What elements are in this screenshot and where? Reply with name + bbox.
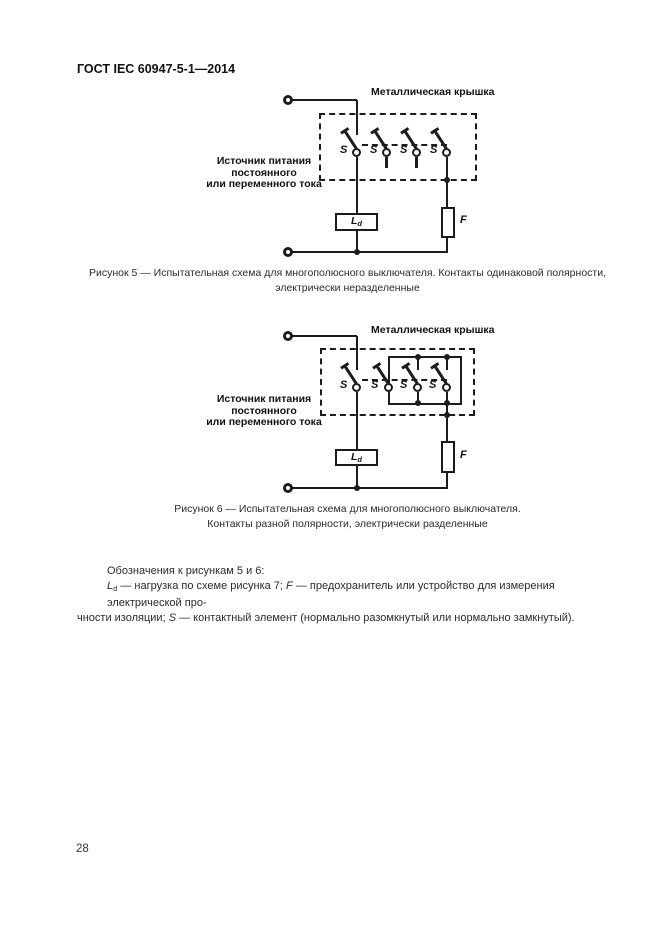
fig5-load-top-wire <box>356 157 358 214</box>
fig6-switch1-contact <box>352 383 361 392</box>
fig6-switch3-label: S <box>400 379 408 391</box>
fig5-bottom-junction-dot <box>354 249 360 255</box>
legend-line-1: Ld — нагрузка по схеме рисунка 7; F — пр… <box>107 580 555 609</box>
fig6-switch1-top-wire <box>356 336 358 370</box>
fig6-switch1-label: S <box>340 379 348 391</box>
fig6-switch3-contact <box>413 383 422 392</box>
fig5-bottom-terminal-icon <box>283 247 293 257</box>
load-symbol-sub: d <box>113 584 118 593</box>
load-symbol: L <box>107 580 114 592</box>
fig5-metal-cover-box <box>319 113 477 181</box>
fig6-switch4-fuse-wire <box>446 405 448 442</box>
fig5-switch3-stub <box>415 157 418 168</box>
fig6-bottom-wire <box>292 487 448 489</box>
page-title: ГОСТ IEC 60947-5-1—2014 <box>77 62 236 76</box>
fig6-switch2-label: S <box>371 379 379 391</box>
fig5-switch2-stub <box>385 157 388 168</box>
fig6-switch4-bottom-dot <box>444 400 450 406</box>
fig5-bottom-wire <box>292 251 448 253</box>
fig6-load-top-wire <box>356 392 358 450</box>
fig5-fuse-bottom-wire <box>446 236 448 253</box>
fig5-caption: Рисунок 5 — Испытательная схема для мног… <box>88 267 607 294</box>
fig6-metal-cover-label: Металлическая крышка <box>371 324 495 336</box>
fig5-switch2-contact <box>382 148 391 157</box>
fuse-symbol: F <box>286 580 293 592</box>
fig6-mechanical-linkage <box>362 379 447 381</box>
fig6-switch4-top-wire <box>446 358 448 370</box>
fig6-load-bottom-wire <box>356 464 358 489</box>
fig6-switch4-contact <box>442 383 451 392</box>
fig6-bottom-terminal-icon <box>283 483 293 493</box>
fig6-load-label: L <box>350 450 358 463</box>
fig5-fuse-box <box>441 207 455 238</box>
fig5-metal-cover-label: Металлическая крышка <box>371 86 495 98</box>
fig6-caption: Рисунок 6 — Испытательная схема для мног… <box>174 503 521 530</box>
fig6-switch4-top-dot <box>444 354 450 360</box>
fig6-switch3-bottom-wire <box>417 392 419 404</box>
fig6-switch4-label: S <box>429 379 437 391</box>
fig6-source-label: Источник питания постоянного или перемен… <box>206 393 322 428</box>
fig6-fuse-bottom-wire <box>446 471 448 489</box>
fig5-source-label: Источник питания постоянного или перемен… <box>206 155 322 190</box>
fig5-top-wire <box>292 99 357 101</box>
fig6-switch3-top-wire <box>417 358 419 370</box>
fig6-bottom-junction-dot <box>354 485 360 491</box>
fig5-switch2-label: S <box>370 144 378 156</box>
fig5-top-terminal-icon <box>283 95 293 105</box>
legend-line-2: чности изоляции; S — контактный элемент … <box>77 612 575 624</box>
fig5-switch4-contact <box>442 148 451 157</box>
fig5-cover-junction-dot <box>444 177 450 183</box>
fig6-load-sub: d <box>357 454 362 464</box>
legend-notes: Обозначения к рисункам 5 и 6: Ld — нагру… <box>77 564 592 626</box>
fig6-metal-cover-box <box>320 348 475 416</box>
fig5-switch4-fuse-wire <box>446 157 448 209</box>
fig6-fuse-box <box>441 441 455 473</box>
fig5-switch1-contact <box>352 148 361 157</box>
fig5-switch3-contact <box>412 148 421 157</box>
fig5-load-label: L <box>350 215 358 228</box>
fig5-switch1-label: S <box>340 144 348 156</box>
fig6-cover-junction-dot <box>444 412 450 418</box>
fig6-top-wire <box>292 335 357 337</box>
fig6-switch3-top-dot <box>415 354 421 360</box>
fig5-load-bottom-wire <box>356 229 358 253</box>
fig5-switch1-top-wire <box>356 100 358 135</box>
fig5-load-sub: d <box>357 219 362 229</box>
fig6-switch4-bottom-wire <box>446 392 448 404</box>
fig5-fuse-label: F <box>460 214 467 226</box>
fig6-fuse-label: F <box>460 449 467 461</box>
page-number: 28 <box>76 843 89 855</box>
switch-symbol: S <box>168 612 177 624</box>
fig5-switch3-label: S <box>400 144 408 156</box>
fig5-switch4-label: S <box>430 144 438 156</box>
legend-heading: Обозначения к рисункам 5 и 6: <box>107 565 265 577</box>
fig6-switch3-bottom-dot <box>415 400 421 406</box>
fig5-mechanical-linkage <box>362 144 447 146</box>
fig6-switch2-contact <box>384 383 393 392</box>
fig6-top-terminal-icon <box>283 331 293 341</box>
